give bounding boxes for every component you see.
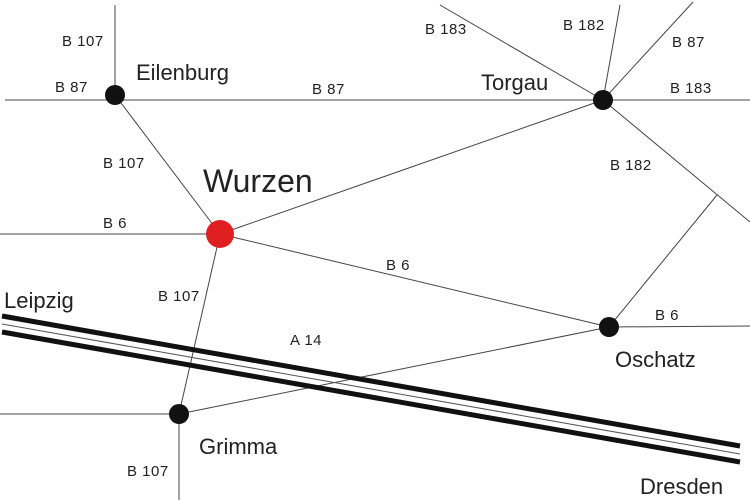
road-label-b6-right: B 6 xyxy=(655,307,679,324)
motorway-a14 xyxy=(1,313,741,465)
torgau-marker xyxy=(593,90,613,110)
road-label-a14: A 14 xyxy=(290,332,322,349)
city-label-oschatz: Oschatz xyxy=(615,347,696,372)
city-labels: Eilenburg Torgau Wurzen Leipzig Oschatz … xyxy=(4,60,723,499)
road-label-b107-bottom: B 107 xyxy=(127,463,169,480)
road-eilenburg-wurzen xyxy=(114,94,221,235)
road-b182-southeast xyxy=(602,99,750,223)
city-markers xyxy=(105,85,619,424)
road-label-b183-top: B 183 xyxy=(425,21,467,38)
motorway-a14-north-edge xyxy=(1,313,741,449)
road-label-b87-right: B 87 xyxy=(672,34,705,51)
road-label-b107-mid: B 107 xyxy=(103,155,145,172)
city-label-leipzig: Leipzig xyxy=(4,288,74,313)
road-wurzen-torgau xyxy=(219,99,604,235)
wurzen-marker xyxy=(206,220,234,248)
motorway-a14-median xyxy=(1,323,741,455)
road-label-b6-left: B 6 xyxy=(103,215,127,232)
city-label-dresden: Dresden xyxy=(640,474,723,499)
road-oschatz-northeast xyxy=(608,194,718,328)
city-label-grimma: Grimma xyxy=(199,434,278,459)
city-label-eilenburg: Eilenburg xyxy=(136,60,229,85)
eilenburg-marker xyxy=(105,85,125,105)
road-wurzen-grimma xyxy=(178,233,221,415)
road-label-b107-top: B 107 xyxy=(62,33,104,50)
city-label-wurzen: Wurzen xyxy=(203,163,313,199)
oschatz-marker xyxy=(599,317,619,337)
road-grimma-oschatz xyxy=(178,326,610,415)
road-label-b182-right: B 182 xyxy=(610,157,652,174)
road-label-b87-left: B 87 xyxy=(55,79,88,96)
road-label-b183-right: B 183 xyxy=(670,80,712,97)
road-label-b87-mid: B 87 xyxy=(312,81,345,98)
road-b182-north xyxy=(602,4,621,101)
road-b183-northwest xyxy=(439,4,604,101)
road-label-b6-mid: B 6 xyxy=(386,257,410,274)
road-label-b182-top: B 182 xyxy=(563,17,605,34)
road-labels: B 107 B 87 B 87 B 183 B 182 B 87 B 183 B… xyxy=(55,17,712,480)
road-b6-east xyxy=(608,325,750,328)
road-wurzen-oschatz xyxy=(219,233,610,328)
motorway-a14-south-edge xyxy=(1,329,741,465)
city-label-torgau: Torgau xyxy=(481,70,548,95)
grimma-marker xyxy=(169,404,189,424)
road-label-b107-low: B 107 xyxy=(158,288,200,305)
road-b87-northeast xyxy=(602,1,694,101)
